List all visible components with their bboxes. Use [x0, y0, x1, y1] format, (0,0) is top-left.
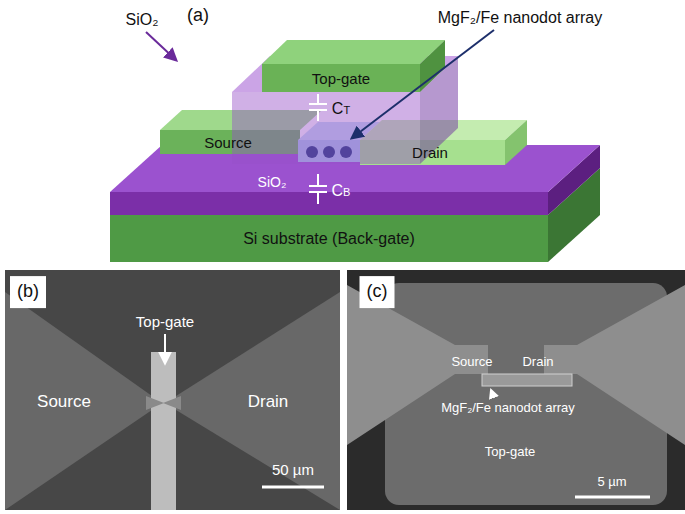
layer-name: SiO₂	[126, 11, 159, 29]
scale-bar-label: 50 µm	[272, 462, 314, 479]
part-name: Top-gate	[136, 314, 194, 331]
drain-electrode: Drain	[408, 142, 452, 163]
substrate-front	[110, 215, 548, 262]
part-name: MgF₂/Fe nanodot array	[438, 9, 603, 27]
gate-front	[262, 64, 420, 92]
part-name: Top-gate	[485, 445, 536, 459]
gate-top	[262, 40, 445, 64]
node-text: Source	[204, 134, 252, 151]
top-gate-electrode: Top-gate	[308, 68, 375, 89]
capacitance-label: CT	[332, 100, 350, 118]
part-name: Source	[37, 393, 91, 412]
layer-name: SiO₂	[258, 175, 287, 190]
sem-image-c	[347, 270, 685, 510]
source-electrode: Source	[200, 132, 256, 153]
oxide-front	[110, 192, 548, 215]
sem-image-b	[5, 270, 340, 510]
capacitance-label: CB	[332, 182, 351, 200]
capacitor-cb	[309, 174, 327, 204]
leader-arrow	[352, 30, 494, 138]
node-text: Si substrate (Back-gate)	[243, 230, 415, 248]
top-oxide-front	[232, 92, 420, 164]
part-name: Drain	[248, 393, 289, 412]
part-name: Drain	[522, 355, 553, 369]
panel-letter: (a)	[187, 6, 209, 26]
part-name: Source	[451, 355, 492, 369]
drain-side	[505, 120, 527, 165]
schematic	[110, 30, 600, 262]
node-text: Drain	[412, 144, 448, 161]
panel-letter: (c)	[360, 276, 395, 308]
part-name: MgF₂/Fe nanodot array	[441, 401, 575, 415]
leader-arrow	[146, 32, 176, 60]
node-text: Top-gate	[312, 70, 371, 87]
capacitor-ct	[309, 94, 327, 121]
substrate-layer: Si substrate (Back-gate)	[239, 228, 419, 250]
panel-letter: (b)	[10, 276, 46, 308]
scale-bar-label: 5 µm	[597, 475, 626, 489]
